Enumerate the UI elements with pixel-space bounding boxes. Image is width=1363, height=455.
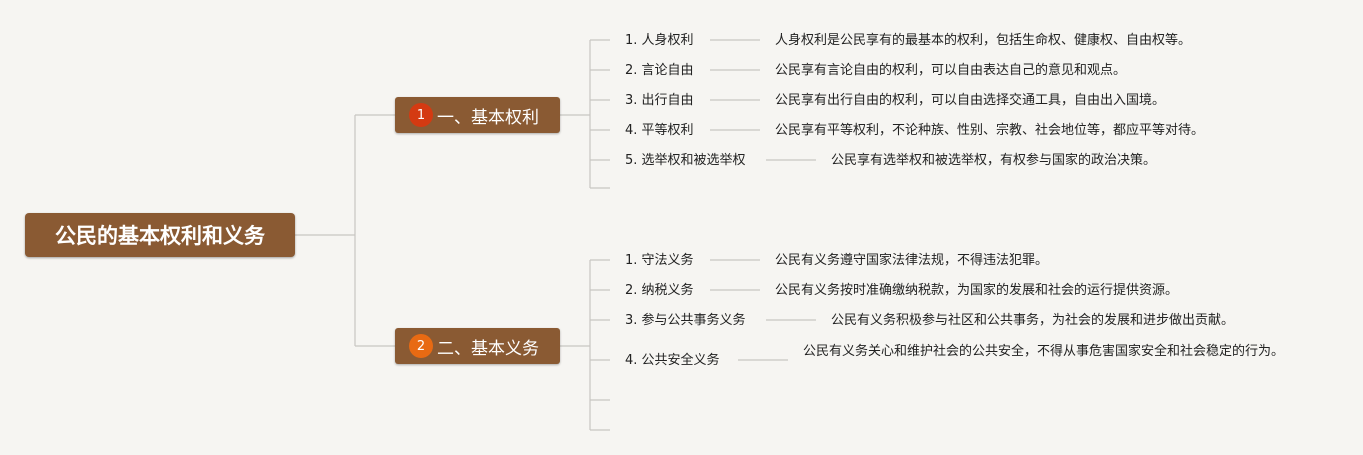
branch-basic-rights[interactable]: 1 一、基本权利: [395, 97, 560, 133]
topic-note[interactable]: 公民享有言论自由的权利，可以自由表达自己的意见和观点。: [775, 63, 1127, 78]
topic-tax-duty[interactable]: 2. 纳税义务: [625, 283, 694, 298]
priority-1-icon: 1: [409, 103, 433, 127]
branch-basic-duties[interactable]: 2 二、基本义务: [395, 328, 560, 364]
topic-note[interactable]: 公民享有出行自由的权利，可以自由选择交通工具，自由出入国境。: [775, 93, 1166, 108]
topic-public-affairs-duty[interactable]: 3. 参与公共事务义务: [625, 313, 746, 328]
root-topic-label: 公民的基本权利和义务: [55, 224, 265, 248]
topic-note[interactable]: 公民有义务按时准确缴纳税款，为国家的发展和社会的运行提供资源。: [775, 283, 1179, 298]
priority-2-icon: 2: [409, 334, 433, 358]
root-topic[interactable]: 公民的基本权利和义务: [25, 213, 295, 257]
topic-equal-rights[interactable]: 4. 平等权利: [625, 123, 694, 138]
topic-note[interactable]: 公民有义务遵守国家法律法规，不得违法犯罪。: [775, 253, 1049, 268]
topic-note[interactable]: 人身权利是公民享有的最基本的权利，包括生命权、健康权、自由权等。: [775, 33, 1192, 48]
topic-voting-rights[interactable]: 5. 选举权和被选举权: [625, 153, 746, 168]
topic-freedom-of-movement[interactable]: 3. 出行自由: [625, 93, 694, 108]
topic-note[interactable]: 公民享有选举权和被选举权，有权参与国家的政治决策。: [831, 153, 1157, 168]
topic-freedom-of-speech[interactable]: 2. 言论自由: [625, 63, 694, 78]
topic-personal-rights[interactable]: 1. 人身权利: [625, 33, 694, 48]
topic-note[interactable]: 公民有义务关心和维护社会的公共安全，不得从事危害国家安全和社会稳定的行为。: [803, 344, 1285, 359]
branch-label: 二、基本义务: [437, 338, 539, 359]
topic-public-safety-duty[interactable]: 4. 公共安全义务: [625, 353, 720, 368]
topic-law-abiding-duty[interactable]: 1. 守法义务: [625, 253, 694, 268]
topic-note[interactable]: 公民有义务积极参与社区和公共事务，为社会的发展和进步做出贡献。: [831, 313, 1235, 328]
topic-note[interactable]: 公民享有平等权利，不论种族、性别、宗教、社会地位等，都应平等对待。: [775, 123, 1205, 138]
branch-label: 一、基本权利: [437, 107, 539, 128]
